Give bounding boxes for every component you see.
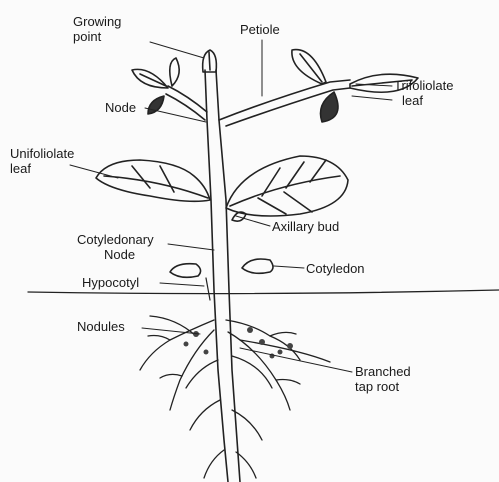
soil-line xyxy=(28,290,499,294)
main-stem xyxy=(205,70,228,482)
cotyledon-left xyxy=(170,264,201,278)
unifoliolate-leaf-left xyxy=(96,160,210,201)
cotyledon-right xyxy=(242,259,273,273)
main-stem-edge xyxy=(216,70,240,482)
nodules-label: Nodules xyxy=(77,319,125,334)
petiole-label: Petiole xyxy=(240,22,280,37)
cotyledon-label: Cotyledon xyxy=(306,261,365,276)
branched-tap-root-label: Branched tap root xyxy=(355,364,411,394)
trifoliolate-leaf-label: Trifoliolate leaf xyxy=(394,78,453,108)
hypocotyl-label: Hypocotyl xyxy=(82,275,139,290)
trifoliolate-leaflet-bottom xyxy=(321,92,339,122)
growing-point-label: Growing point xyxy=(73,14,121,44)
trifoliolate-leaflet-top xyxy=(292,50,326,84)
cotyledonary-node-label: Cotyledonary Node xyxy=(77,232,154,262)
unifoliolate-leaf-label: Unifoliolate leaf xyxy=(10,146,74,176)
root-nodules xyxy=(184,327,294,359)
axillary-bud-label: Axillary bud xyxy=(272,219,339,234)
root-system xyxy=(140,316,330,478)
node-label: Node xyxy=(105,100,136,115)
left-small-leaflet-2 xyxy=(170,58,179,86)
hypocotyl-mark xyxy=(206,278,210,300)
